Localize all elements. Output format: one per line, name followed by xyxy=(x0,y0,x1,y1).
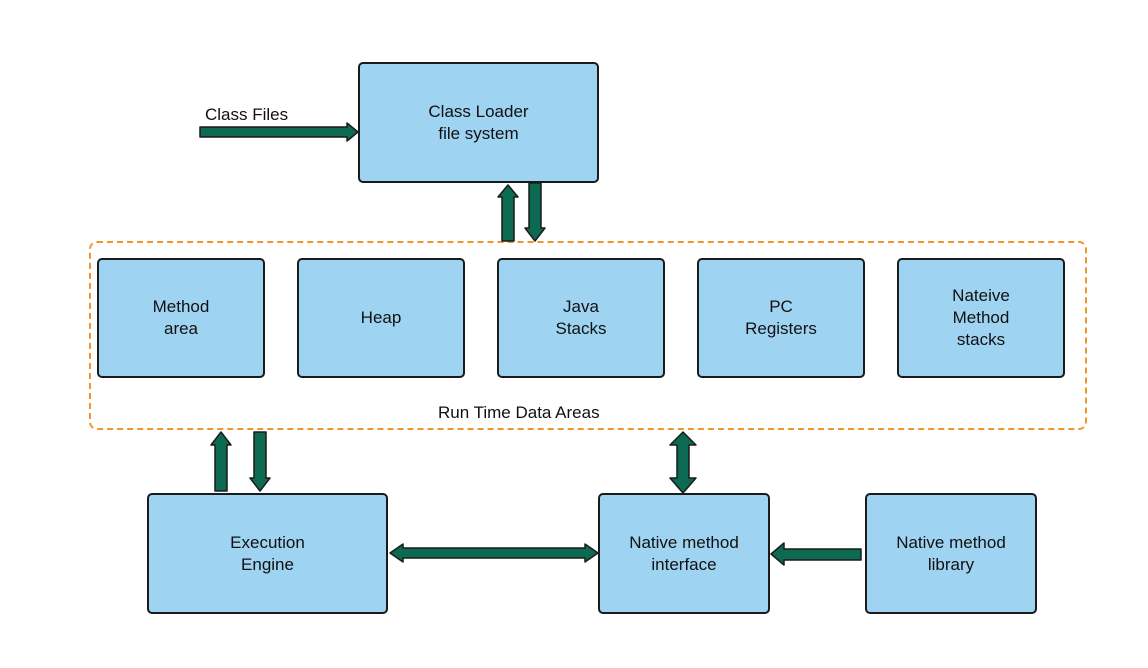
native-method-stacks-line1: Nateive xyxy=(952,286,1010,305)
native-method-interface-line2: interface xyxy=(651,554,717,574)
engine-to-runtime-up-arrow xyxy=(210,431,232,492)
class-loader-line2: file system xyxy=(438,123,519,143)
engine-native-interface-double-arrow xyxy=(389,543,599,563)
runtime-to-loader-up-arrow xyxy=(497,184,519,242)
heap-box: Heap xyxy=(297,258,465,378)
native-method-library-line2: library xyxy=(927,554,975,574)
execution-engine-line2: Engine xyxy=(241,554,294,574)
method-area-line1: Method xyxy=(152,297,210,316)
native-method-library-line1: Native method xyxy=(896,532,1006,552)
pc-registers-line2: Registers xyxy=(745,319,817,338)
method-area-box: Method area xyxy=(97,258,265,378)
native-method-stacks-box: Nateive Method stacks xyxy=(897,258,1065,378)
class-files-label: Class Files xyxy=(205,105,289,124)
java-stacks-line2: Stacks xyxy=(555,319,607,338)
class-files-to-loader-arrow xyxy=(199,122,359,142)
execution-engine-line1: Execution xyxy=(230,532,305,552)
native-method-interface-box: Native method interface xyxy=(598,493,770,614)
native-method-library-box: Native method library xyxy=(865,493,1037,614)
runtime-to-engine-down-arrow xyxy=(249,431,271,492)
native-method-stacks-line2: Method xyxy=(952,308,1010,327)
class-loader-box: Class Loader file system xyxy=(358,62,599,183)
heap-line1: Heap xyxy=(360,308,402,327)
pc-registers-line1: PC xyxy=(769,297,793,316)
pc-registers-box: PC Registers xyxy=(697,258,865,378)
execution-engine-box: Execution Engine xyxy=(147,493,388,614)
library-to-interface-arrow xyxy=(770,542,862,566)
runtime-data-areas-frame xyxy=(89,241,1087,430)
java-stacks-box: Java Stacks xyxy=(497,258,665,378)
runtime-data-areas-label: Run Time Data Areas xyxy=(438,403,600,422)
class-loader-line1: Class Loader xyxy=(428,101,529,121)
loader-to-runtime-down-arrow xyxy=(524,182,546,242)
native-method-stacks-line3: stacks xyxy=(956,330,1006,349)
runtime-native-interface-double-arrow xyxy=(669,431,697,494)
native-method-interface-line1: Native method xyxy=(629,532,739,552)
java-stacks-line1: Java xyxy=(563,297,599,316)
method-area-line2: area xyxy=(163,319,199,338)
